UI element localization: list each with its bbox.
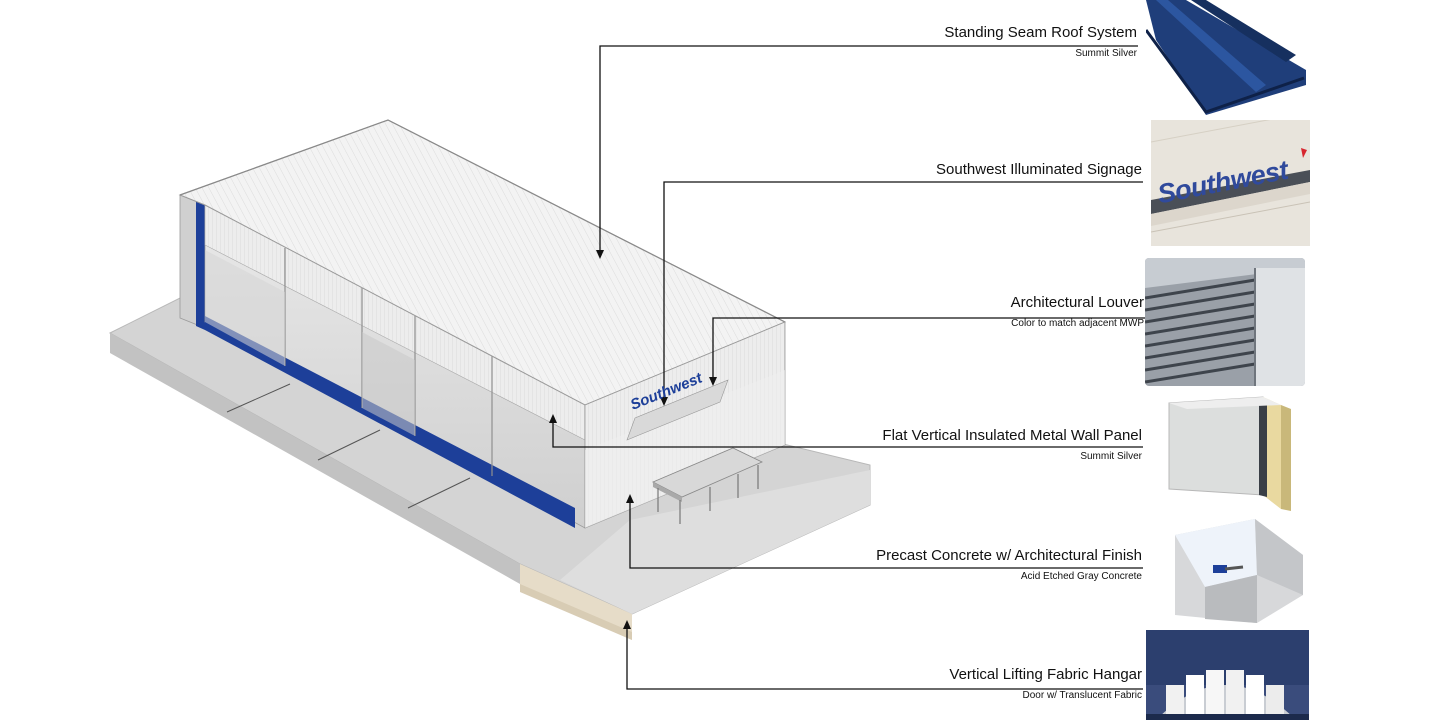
callout-subtitle: Color to match adjacent MWP [1011, 318, 1144, 329]
callout-fabric-hangar-door: Vertical Lifting Fabric Hangar Door w/ T… [949, 666, 1142, 702]
callout-standing-seam-roof: Standing Seam Roof System Summit Silver [944, 24, 1137, 60]
callout-subtitle: Door w/ Translucent Fabric [1022, 690, 1143, 701]
arrowhead-concrete [626, 494, 634, 503]
leader-line-door [626, 626, 1143, 690]
callout-illuminated-signage: Southwest Illuminated Signage [936, 161, 1142, 179]
callout-title: Flat Vertical Insulated Metal Wall Panel [882, 427, 1142, 444]
swatch-precast-concrete [1165, 515, 1310, 625]
callout-insulated-wall-panel: Flat Vertical Insulated Metal Wall Panel… [882, 427, 1142, 463]
swatch-illuminated-signage: Southwest [1151, 120, 1310, 246]
swatch-insulated-wall-panel [1163, 395, 1297, 513]
leader-arrows [549, 250, 717, 629]
leader-line-roof [599, 45, 1138, 253]
leader-line-concrete [629, 500, 1143, 569]
callout-subtitle: Summit Silver [1075, 48, 1137, 59]
callout-title: Standing Seam Roof System [944, 24, 1137, 41]
callout-title: Architectural Louver [1010, 294, 1144, 311]
entry-canopy [652, 447, 763, 524]
callout-architectural-louver: Architectural Louver Color to match adja… [1011, 294, 1144, 330]
leader-line-signage [663, 181, 1143, 400]
callout-precast-concrete: Precast Concrete w/ Architectural Finish… [876, 547, 1142, 583]
arrowhead-signage [660, 397, 668, 406]
insulated-metal-wall-panel [584, 321, 786, 529]
swatch-fabric-hangar-door [1146, 630, 1309, 720]
hangar-door-facade [204, 204, 586, 529]
callout-subtitle: Summit Silver [1080, 451, 1142, 462]
arrowhead-louver [709, 377, 717, 386]
swatch-architectural-louver [1145, 258, 1305, 386]
leader-line-wall-panel [552, 420, 1143, 448]
arrowhead-roof [596, 250, 604, 259]
leader-lines [552, 45, 1145, 690]
callout-title: Vertical Lifting Fabric Hangar [949, 666, 1142, 683]
callout-title: Precast Concrete w/ Architectural Finish [876, 547, 1142, 564]
arrowhead-door [623, 620, 631, 629]
swatch-standing-seam-roof [1146, 0, 1306, 115]
callout-subtitle: Acid Etched Gray Concrete [1020, 571, 1142, 582]
arrowhead-wall-panel [549, 414, 557, 423]
leader-line-louver [712, 317, 1145, 380]
callout-title: Southwest Illuminated Signage [936, 161, 1142, 178]
